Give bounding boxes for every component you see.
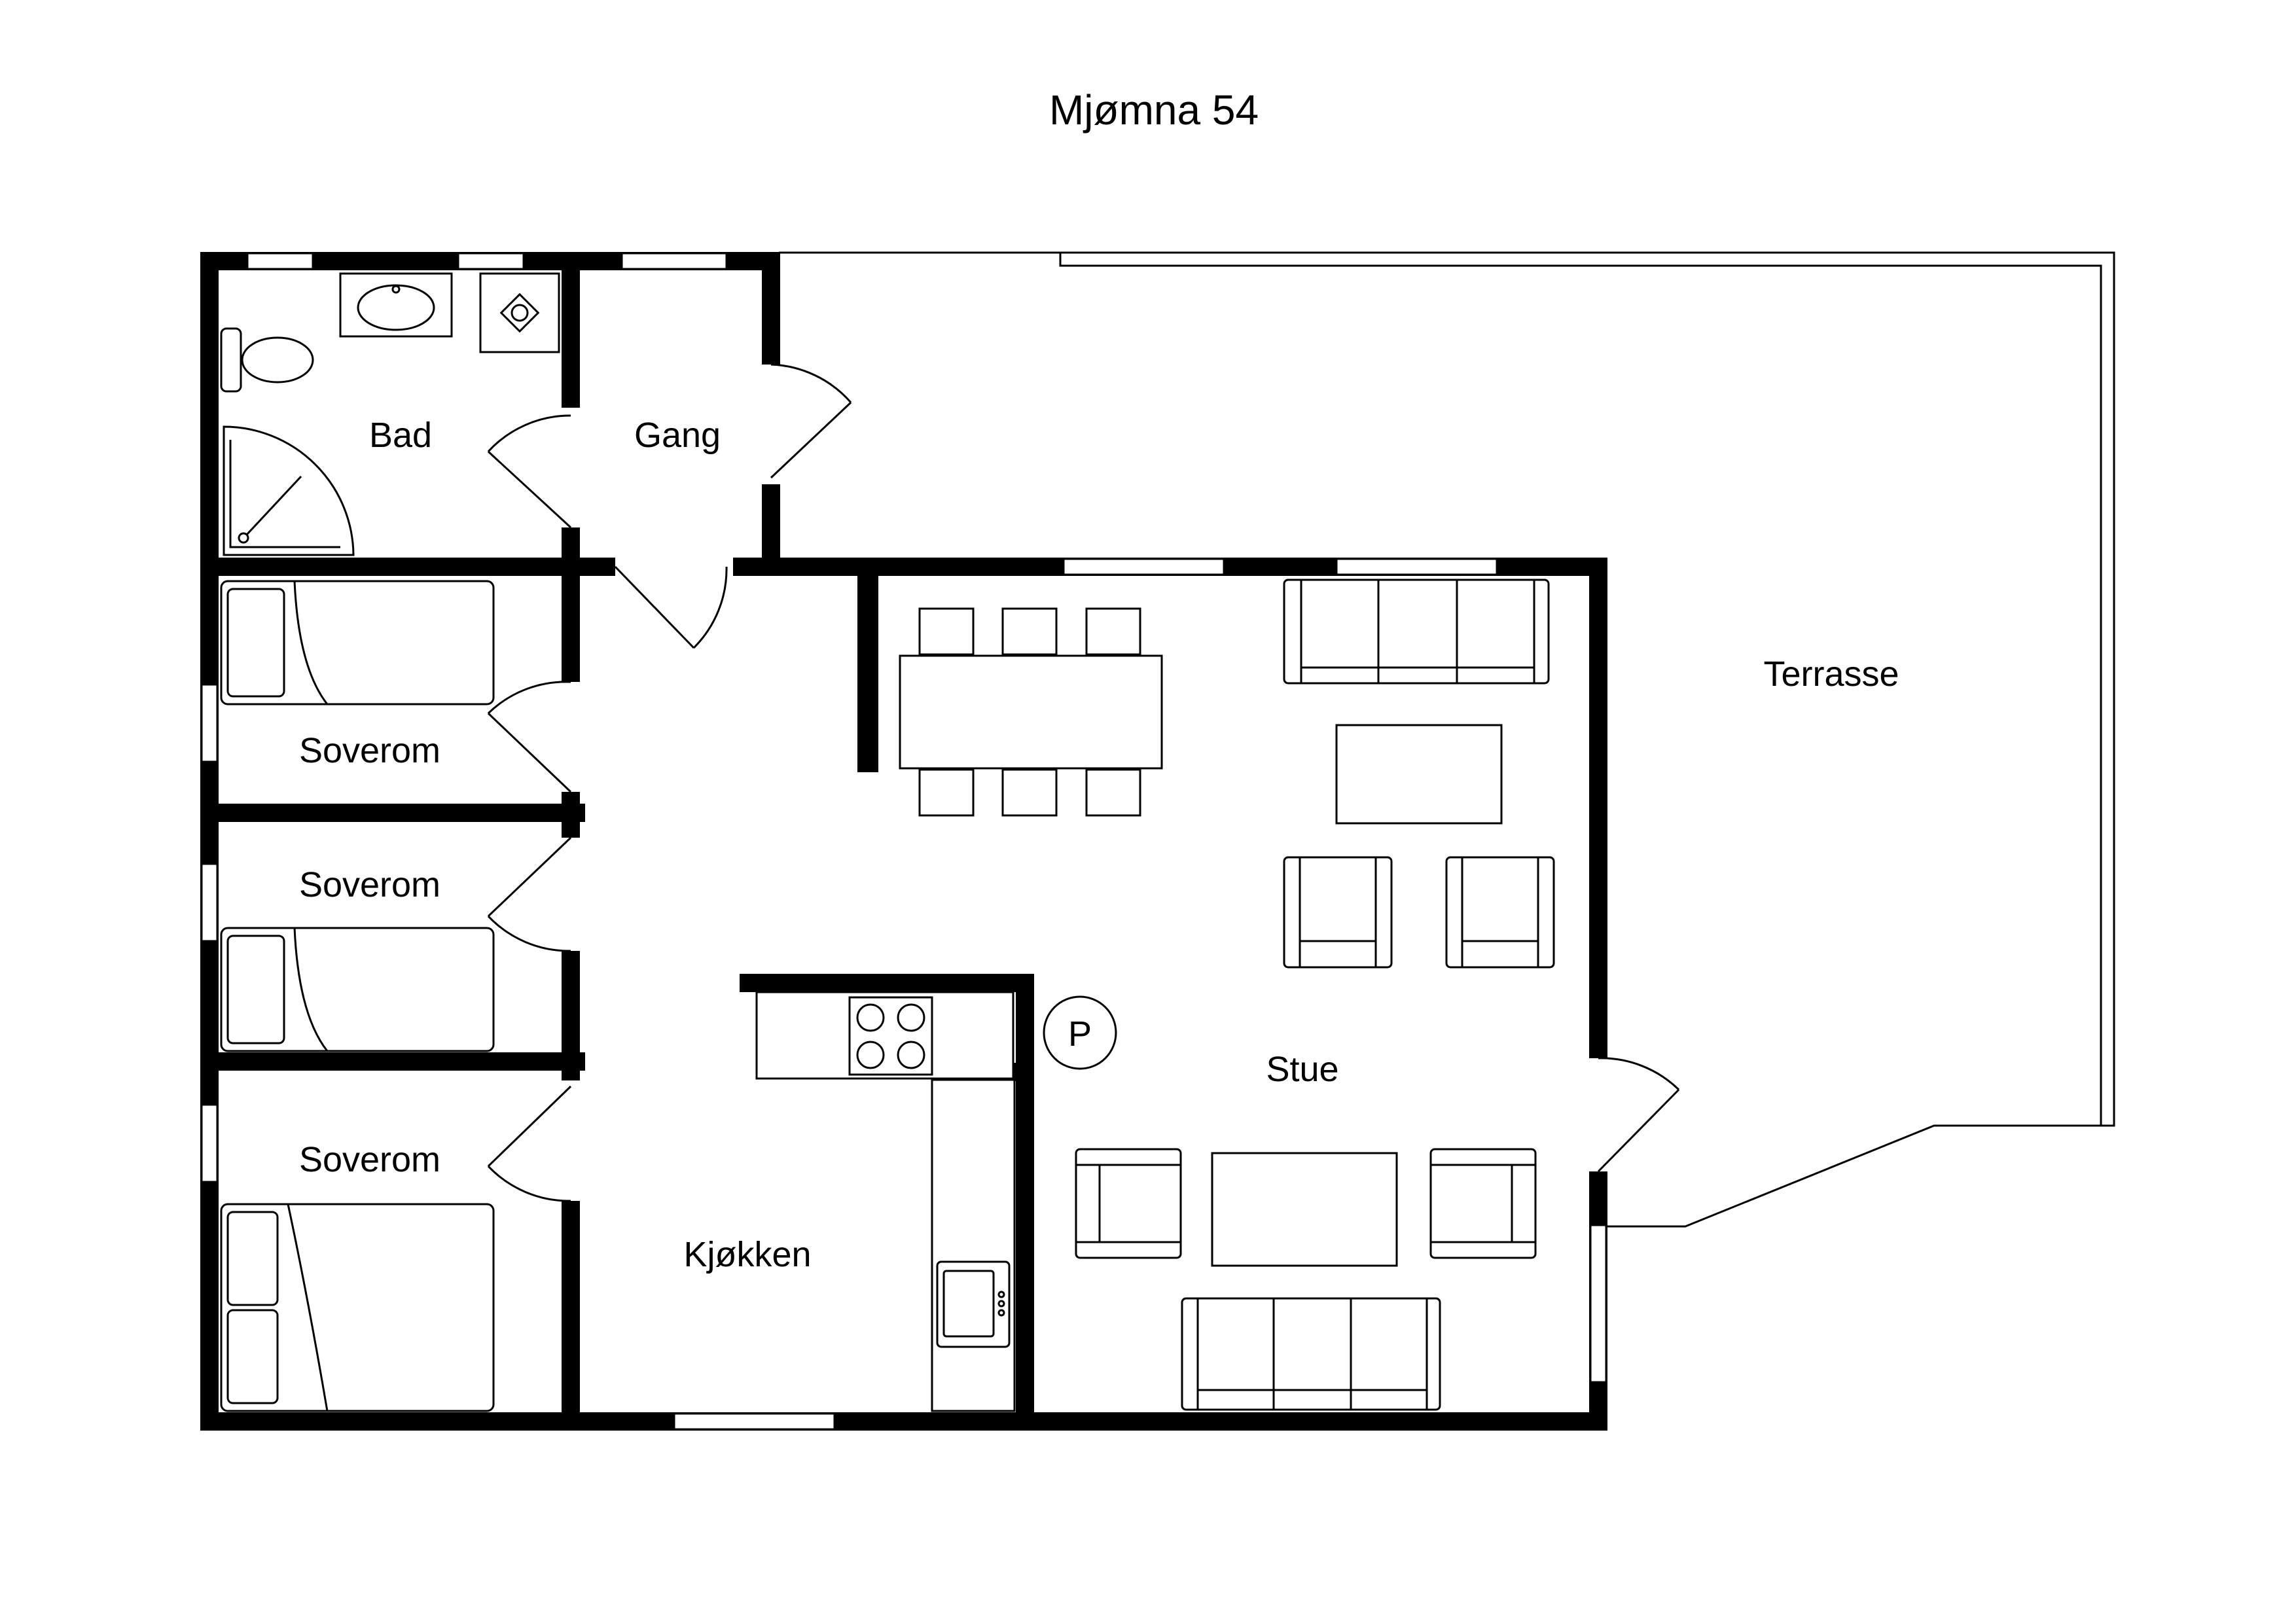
room-label-soverom-1: Soverom — [299, 731, 440, 770]
windows — [200, 252, 1607, 1431]
doors — [487, 363, 1680, 1202]
room-label-soverom-2: Soverom — [299, 865, 440, 904]
parking-label: P — [1068, 1014, 1092, 1054]
armchair-icon — [1445, 856, 1555, 969]
terrace-outline — [779, 251, 2115, 1228]
room-label-gang: Gang — [634, 416, 721, 455]
washing-machine-icon — [479, 272, 560, 353]
room-label-stue: Stue — [1266, 1050, 1338, 1089]
kitchen-sink-icon — [936, 1260, 1011, 1348]
sofa-icon — [1181, 1297, 1441, 1411]
kitchen-counter — [755, 991, 1016, 1412]
dining-table — [899, 607, 1163, 817]
toilet-icon — [220, 327, 314, 393]
bed-icon — [220, 927, 495, 1052]
room-label-soverom-3: Soverom — [299, 1140, 440, 1179]
room-label-kjokken: Kjøkken — [683, 1235, 811, 1274]
armchair-icon — [1075, 1148, 1182, 1259]
plan-title: Mjømna 54 — [1049, 86, 1259, 134]
sink-icon — [339, 272, 453, 338]
armchair-icon — [1283, 856, 1393, 969]
coffee-table — [1335, 724, 1503, 825]
coffee-table — [1211, 1152, 1398, 1267]
room-label-terrasse: Terrasse — [1763, 654, 1899, 694]
double-bed-icon — [220, 1203, 495, 1412]
room-label-bad: Bad — [369, 416, 432, 455]
bed-icon — [220, 580, 495, 705]
armchair-icon — [1429, 1148, 1537, 1259]
parking-symbol: P — [1043, 995, 1117, 1070]
sofa-icon — [1283, 579, 1550, 685]
shower-icon — [223, 425, 355, 556]
